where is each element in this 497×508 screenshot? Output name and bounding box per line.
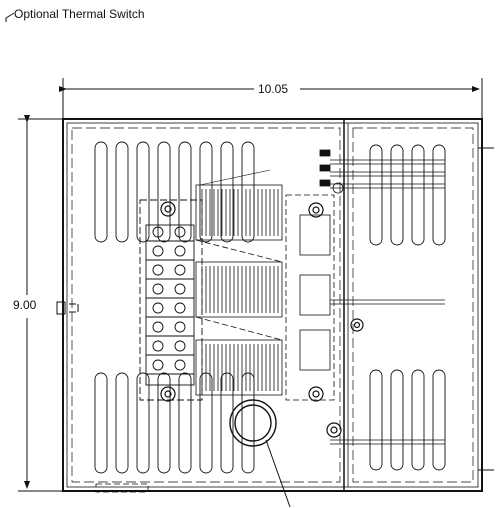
vent-slot — [94, 141, 108, 243]
vent-slot — [220, 141, 234, 243]
vent-louvers-top-right — [369, 144, 446, 246]
vent-slot — [115, 141, 129, 243]
vent-slot — [411, 144, 425, 246]
terminal-screw — [174, 340, 186, 352]
bottom-slot — [95, 483, 149, 493]
terminal-screw — [174, 264, 186, 276]
vent-slot — [178, 372, 192, 474]
width-dimension-label: 10.05 — [256, 82, 291, 96]
terminal-block — [139, 199, 203, 401]
vent-slot — [390, 144, 404, 246]
vent-slot — [220, 372, 234, 474]
callout-leader — [5, 12, 15, 22]
terminal-screw — [174, 245, 186, 257]
vent-slot — [369, 369, 383, 471]
height-dimension-label: 9.00 — [12, 298, 38, 312]
terminal-screw — [174, 226, 186, 238]
vent-slot — [432, 144, 446, 246]
vent-slot — [241, 141, 255, 243]
terminal-screw — [174, 302, 186, 314]
vent-slot — [390, 369, 404, 471]
vent-slot — [157, 141, 171, 243]
vent-slot — [136, 141, 150, 243]
terminal-screw — [174, 283, 186, 295]
thermal-switch-callout-label: Optional Thermal Switch — [14, 7, 145, 21]
vent-slot — [411, 369, 425, 471]
terminal-screw — [174, 321, 186, 333]
terminal-screw — [152, 340, 164, 352]
vent-slot — [199, 372, 213, 474]
terminal-screw — [152, 264, 164, 276]
width-dimension-line — [59, 78, 483, 118]
ground-lug — [56, 301, 79, 315]
vent-slot — [94, 372, 108, 474]
conduit-knockout — [229, 399, 291, 508]
edge-marks — [478, 147, 494, 471]
terminal-screw — [152, 245, 164, 257]
resistor-bank — [195, 169, 283, 396]
mounting-studs — [160, 201, 364, 438]
terminal-screw — [152, 226, 164, 238]
vent-slot — [369, 144, 383, 246]
height-dimension-line — [18, 115, 62, 492]
vent-slot — [241, 372, 255, 474]
terminal-screw — [152, 302, 164, 314]
vent-slot — [136, 372, 150, 474]
vent-slot — [432, 369, 446, 471]
terminal-screw — [174, 359, 186, 371]
side-connectors — [285, 149, 445, 445]
vent-slot — [178, 141, 192, 243]
terminal-screw — [152, 359, 164, 371]
terminal-screw — [152, 283, 164, 295]
vent-louvers-bottom-right — [369, 369, 446, 471]
vent-slot — [115, 372, 129, 474]
terminal-screw — [152, 321, 164, 333]
